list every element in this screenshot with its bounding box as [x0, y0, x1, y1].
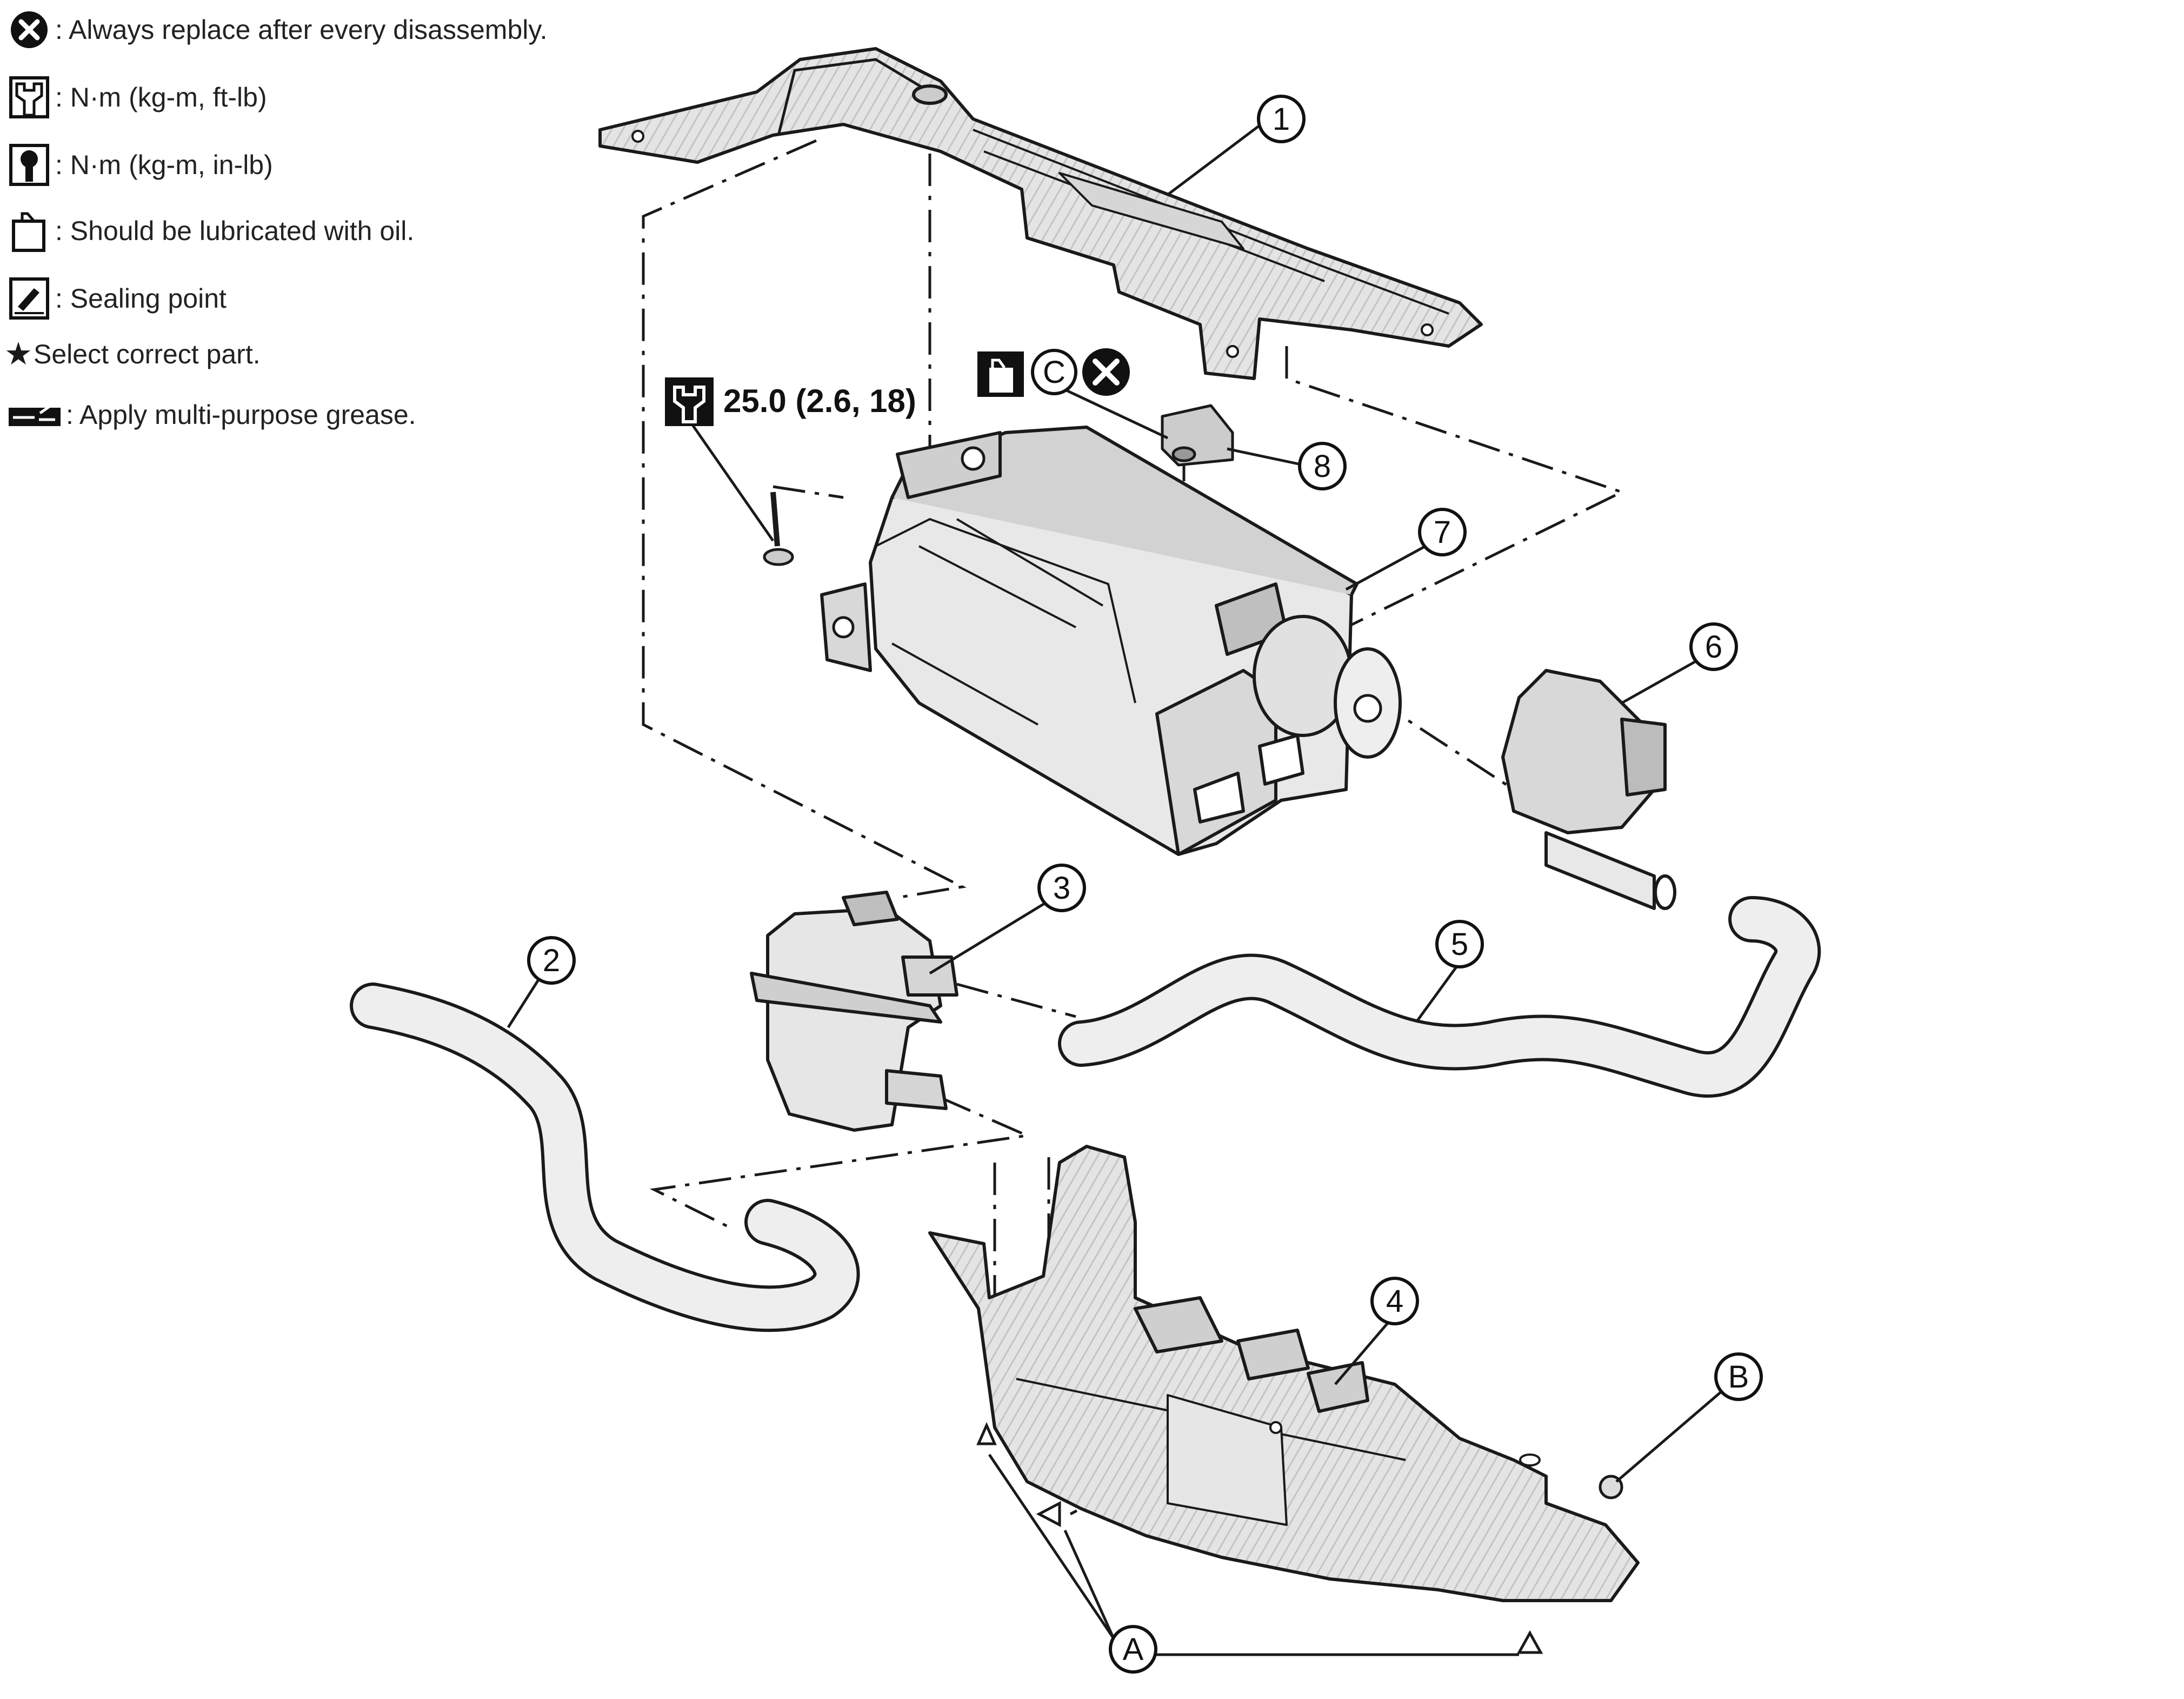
svg-text:4: 4 [1386, 1284, 1403, 1319]
legend-text: : N·m (kg-m, in-lb) [55, 150, 273, 180]
part-8-symbols: C [977, 348, 1130, 397]
callout-2: 2 [527, 936, 576, 985]
svg-text:1: 1 [1273, 102, 1290, 137]
legend-row-sealing: : Sealing point [8, 274, 227, 323]
callout-6: 6 [1689, 622, 1738, 671]
torque-wrench-small-icon [8, 143, 51, 187]
svg-text:A: A [1123, 1632, 1144, 1667]
sealant-icon [8, 277, 51, 320]
part-3-valve [750, 891, 958, 1132]
legend-row-torque-ftlb: : N·m (kg-m, ft-lb) [8, 73, 267, 122]
x-circle-icon [8, 8, 51, 51]
callout-4: 4 [1370, 1277, 1419, 1325]
callout-a: A [1109, 1625, 1157, 1674]
callout-5: 5 [1435, 920, 1484, 968]
callout-1: 1 [1257, 95, 1306, 143]
part-6-valve [1501, 669, 1676, 910]
oil-can-icon [8, 209, 51, 253]
callout-b: B [1714, 1352, 1763, 1401]
torque-wrench-icon [8, 76, 51, 119]
torque-spec: 25.0 (2.6, 18) [665, 377, 916, 426]
svg-text:8: 8 [1314, 449, 1331, 484]
leader-lines [507, 124, 1731, 1656]
svg-text:7: 7 [1434, 515, 1451, 550]
oil-can-icon [977, 351, 1024, 397]
torque-value: 25.0 (2.6, 18) [723, 383, 916, 419]
svg-text:3: 3 [1053, 871, 1070, 906]
part-7-canister [820, 426, 1402, 856]
part-2-hose [350, 983, 860, 1332]
star-icon: ★ [4, 336, 32, 371]
legend-row-select: ★ Select correct part. [4, 330, 261, 379]
torque-wrench-icon [665, 377, 714, 426]
legend-row-torque-inlb: : N·m (kg-m, in-lb) [8, 141, 273, 189]
legend-row-replace: : Always replace after every disassembly… [8, 5, 548, 54]
svg-text:2: 2 [543, 943, 560, 978]
svg-text:6: 6 [1705, 629, 1722, 665]
clip-a-left [976, 1422, 997, 1445]
svg-text:C: C [1043, 355, 1066, 390]
legend-text: Select correct part. [34, 339, 261, 369]
x-circle-icon [1082, 348, 1130, 396]
legend-text: : Should be lubricated with oil. [55, 216, 415, 246]
callout-7: 7 [1418, 508, 1467, 556]
svg-text:B: B [1728, 1359, 1749, 1395]
canister-bolt [763, 492, 794, 566]
part-8-connector [1161, 404, 1234, 467]
legend-text: : Apply multi-purpose grease. [66, 400, 416, 430]
callout-c: C [1031, 349, 1077, 395]
svg-text:5: 5 [1451, 927, 1468, 962]
grease-gun-icon [8, 393, 62, 436]
clip-a-mid [1036, 1501, 1061, 1528]
clip-a-right [1516, 1630, 1543, 1654]
part-4-shield [928, 1145, 1640, 1602]
legend-row-oil: : Should be lubricated with oil. [8, 207, 414, 255]
part-1-bracket [598, 47, 1483, 380]
part-5-hose [1058, 896, 1821, 1098]
legend-text: : Always replace after every disassembly… [55, 15, 548, 45]
callout-8: 8 [1298, 442, 1347, 490]
legend-text: : N·m (kg-m, ft-lb) [55, 82, 267, 112]
legend-text: : Sealing point [55, 283, 227, 314]
callout-3: 3 [1037, 864, 1086, 912]
legend-row-grease: : Apply multi-purpose grease. [8, 390, 416, 439]
